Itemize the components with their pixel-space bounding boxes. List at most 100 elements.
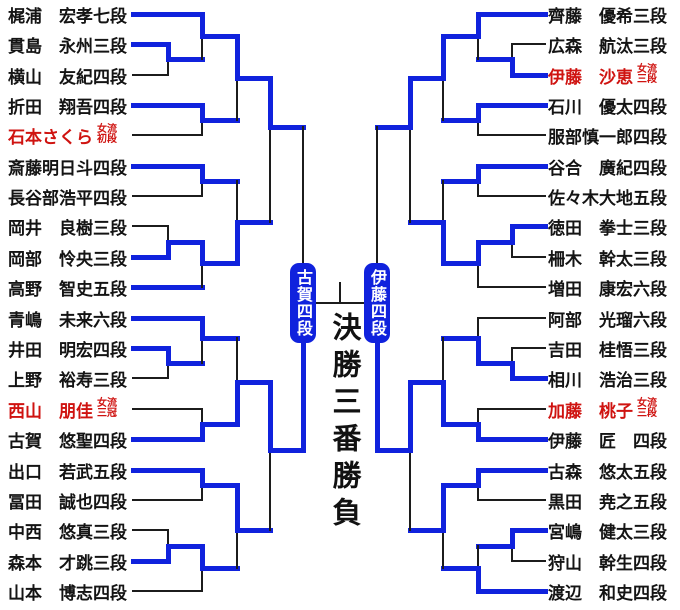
bracket-line	[339, 282, 341, 304]
bracket-line	[167, 362, 169, 379]
bracket-line	[132, 408, 203, 410]
bracket-line	[477, 408, 546, 410]
player-row-left-16: 出口 若武五段	[8, 459, 127, 483]
winner-path-line	[475, 11, 548, 17]
player-name: 古賀 悠聖四段	[8, 431, 127, 452]
player-name: 徳田 拳士三段	[548, 218, 667, 239]
player-name: 井田 明宏四段	[8, 340, 127, 361]
bracket-line	[477, 317, 479, 339]
player-name: 広森 航汰三段	[548, 36, 667, 57]
bracket-line	[477, 35, 479, 60]
player-name: 折田 翔吾四段	[8, 97, 127, 118]
player-row-right-4: 石川 優太四段	[548, 94, 667, 118]
bracket-line	[511, 545, 513, 562]
bracket-line	[236, 180, 238, 223]
player-row-left-13: 上野 裕寿三段	[8, 367, 127, 391]
player-row-right-5: 服部慎一郎四段	[548, 124, 667, 148]
bracket-line	[302, 126, 304, 264]
player-name: 渡辺 和史四段	[548, 583, 667, 604]
bracket-line	[477, 134, 546, 136]
player-name: 増田 康宏六段	[548, 279, 667, 300]
player-row-left-20: 山本 博志四段	[8, 580, 127, 604]
player-row-left-6: 斎藤明日斗四段	[8, 155, 127, 179]
player-row-right-19: 狩山 幹生四段	[548, 550, 667, 574]
winner-path-line	[300, 340, 306, 453]
bracket-line	[477, 317, 546, 319]
winner-path-line	[199, 315, 205, 341]
winner-path-line	[407, 75, 413, 130]
winner-path-line	[130, 345, 171, 351]
player-name: 伊藤 匠 四段	[548, 431, 667, 452]
winner-path-line	[130, 436, 205, 442]
player-row-right-3: 伊藤 沙恵女流三段	[548, 64, 657, 88]
winner-path-line	[130, 41, 171, 47]
player-row-right-13: 相川 浩治三段	[548, 367, 667, 391]
winner-path-line	[199, 482, 240, 488]
winner-path-line	[234, 379, 240, 427]
player-name: 梶浦 宏孝七段	[8, 6, 127, 27]
player-row-right-8: 徳田 拳士三段	[548, 215, 667, 239]
winner-path-line	[440, 482, 446, 533]
player-name: 谷合 廣紀四段	[548, 158, 667, 179]
player-name: 上野 裕寿三段	[8, 370, 127, 391]
bracket-line	[511, 241, 513, 258]
bracket-line	[442, 77, 444, 121]
winner-path-line	[475, 436, 548, 442]
winner-path-line	[234, 379, 273, 385]
player-name: 狩山 幹生四段	[548, 553, 667, 574]
bracket-line	[477, 499, 546, 501]
winner-path-line	[509, 360, 515, 381]
player-name: 相川 浩治三段	[548, 370, 667, 391]
bracket-line	[167, 225, 169, 243]
player-row-left-12: 井田 明宏四段	[8, 337, 127, 361]
winner-path-line	[199, 421, 240, 427]
bracket-line	[132, 377, 169, 379]
bracket-line	[511, 560, 546, 562]
player-name: 斎藤明日斗四段	[8, 158, 127, 179]
bracket-line	[201, 262, 203, 288]
winner-path-line	[130, 254, 171, 260]
player-name: 山本 博志四段	[8, 583, 127, 604]
bracket-line	[132, 134, 203, 136]
player-name: 加藤 桃子	[548, 401, 633, 422]
winner-path-line	[199, 11, 205, 39]
player-row-left-14: 西山 朋佳女流三冠	[8, 398, 117, 422]
winner-path-line	[475, 163, 548, 169]
player-row-right-18: 宮嶋 健太三段	[548, 519, 667, 543]
player-name: 冨田 誠也四段	[8, 492, 127, 513]
winner-path-line	[509, 527, 515, 549]
winner-path-line	[509, 72, 548, 78]
player-row-left-2: 貫島 永州三段	[8, 33, 127, 57]
winner-path-line	[440, 379, 446, 427]
bracket-line	[132, 499, 203, 501]
player-name: 阿部 光瑠六段	[548, 310, 667, 331]
winner-path-line	[199, 239, 205, 266]
winner-path-line	[475, 421, 481, 442]
winner-path-line	[440, 33, 446, 81]
winner-path-line	[130, 11, 205, 17]
winner-path-line	[130, 315, 205, 321]
player-row-right-1: 齊藤 優希三段	[548, 3, 667, 27]
player-name: 森本 才跳三段	[8, 553, 127, 574]
winner-path-line	[407, 527, 446, 533]
player-row-right-2: 広森 航汰三段	[548, 33, 667, 57]
player-name: 齊藤 優希三段	[548, 6, 667, 27]
player-row-right-17: 黒田 尭之五段	[548, 489, 667, 513]
bracket-line	[477, 484, 479, 501]
winner-path-line	[130, 284, 205, 290]
winner-path-line	[475, 11, 481, 39]
winner-path-line	[440, 33, 481, 39]
bracket-line	[201, 119, 203, 136]
bracket-line	[201, 484, 203, 501]
player-name: 岡部 怜央三段	[8, 249, 127, 270]
bracket-line	[201, 408, 203, 425]
player-name: 黒田 尭之五段	[548, 492, 667, 513]
winner-path-line	[440, 565, 481, 571]
winner-path-line	[509, 223, 548, 229]
bracket-line	[132, 195, 203, 197]
winner-path-line	[267, 379, 273, 453]
player-name: 石川 優太四段	[548, 97, 667, 118]
winner-path-line	[165, 543, 171, 564]
player-row-right-11: 阿部 光瑠六段	[548, 307, 667, 331]
